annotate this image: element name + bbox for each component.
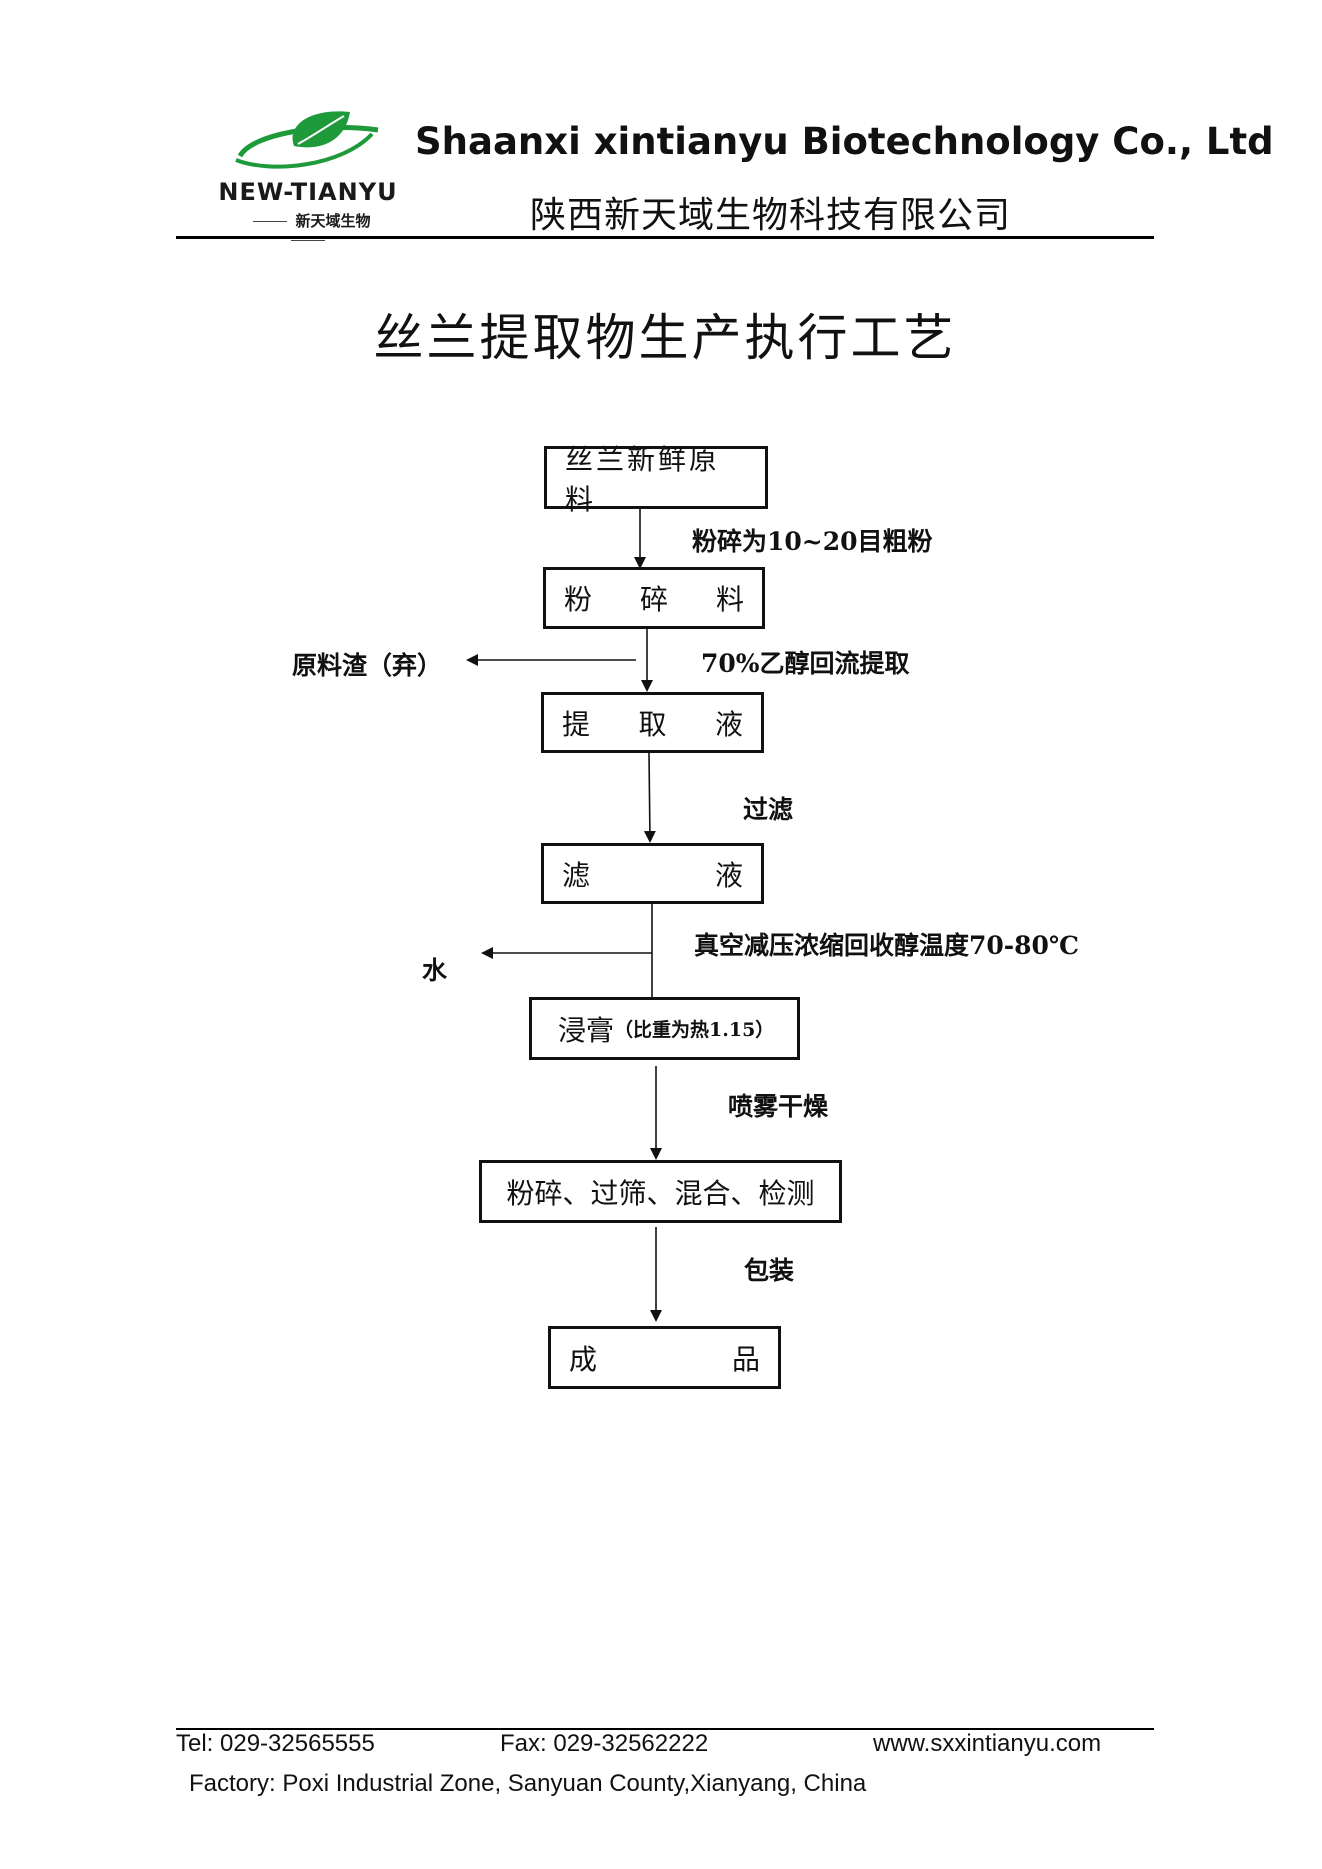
step-label-filter: 过滤 [743,795,794,824]
byproduct-water: 水 [422,956,448,985]
footer-website: www.sxxintianyu.com [873,1730,1102,1757]
logo-subtitle: 新天域生物 [228,210,388,249]
box-process-label: 粉碎、过筛、混合、检测 [506,1176,815,1210]
box-paste-note: （比重为热1.15） [614,1019,775,1041]
footer-tel: Tel: 029-32565555 [176,1730,375,1757]
box-crushed-char-2: 碎 [639,583,668,616]
footer-divider [176,1728,1154,1730]
box-extract-char-2: 取 [638,707,667,741]
box-paste: 浸膏 （比重为热1.15） [529,997,800,1060]
arrow-extract-to-filtrate [643,752,656,843]
byproduct-residue: 原料渣（弃） [292,651,443,680]
footer-address: Factory: Poxi Industrial Zone, Sanyuan C… [189,1770,867,1797]
box-paste-label: 浸膏 [558,1013,615,1047]
leaf-logo-icon [235,111,379,169]
step-label-crush: 粉碎为10~20目粗粉 [692,527,933,556]
box-extract-liquid: 提 取 液 [541,692,764,753]
box-crush-sieve-mix-test: 粉碎、过筛、混合、检测 [479,1160,842,1223]
company-name-cn: 陕西新天域生物科技有限公司 [530,195,1012,236]
box-extract-char-3: 液 [714,707,743,741]
company-name-en: Shaanxi xintianyu Biotechnology Co., Ltd [415,120,1274,163]
box-raw-material: 丝兰新鲜原料 [544,443,768,516]
logo-cn: 新天域生物 [295,212,371,230]
box-raw-material-label: 丝兰新鲜原料 [565,442,721,516]
document-title: 丝兰提取物生产执行工艺 [373,309,957,367]
box-filtrate: 滤 液 [541,843,764,904]
box-crushed-char-1: 粉 [564,583,593,616]
box-product-char-1: 成 [569,1342,598,1376]
header-divider [176,236,1154,239]
box-extract-char-1: 提 [562,707,591,741]
box-product-char-2: 品 [731,1342,760,1376]
footer-fax: Fax: 029-32562222 [500,1730,709,1757]
box-final-product: 成 品 [548,1326,781,1389]
box-crushed-material: 粉 碎 料 [543,567,765,629]
step-label-packaging: 包装 [744,1256,795,1285]
box-filtrate-char-1: 滤 [562,858,591,892]
box-filtrate-char-2: 液 [714,858,743,892]
logo-name: NEW-TIANYU [218,178,398,206]
step-label-spray-dry: 喷雾干燥 [728,1092,829,1121]
box-crushed-char-3: 料 [715,583,744,616]
step-label-vacuum-concentrate: 真空减压浓缩回收醇温度70-80℃ [694,931,1079,960]
step-label-ethanol-reflux: 70%乙醇回流提取 [701,649,910,678]
